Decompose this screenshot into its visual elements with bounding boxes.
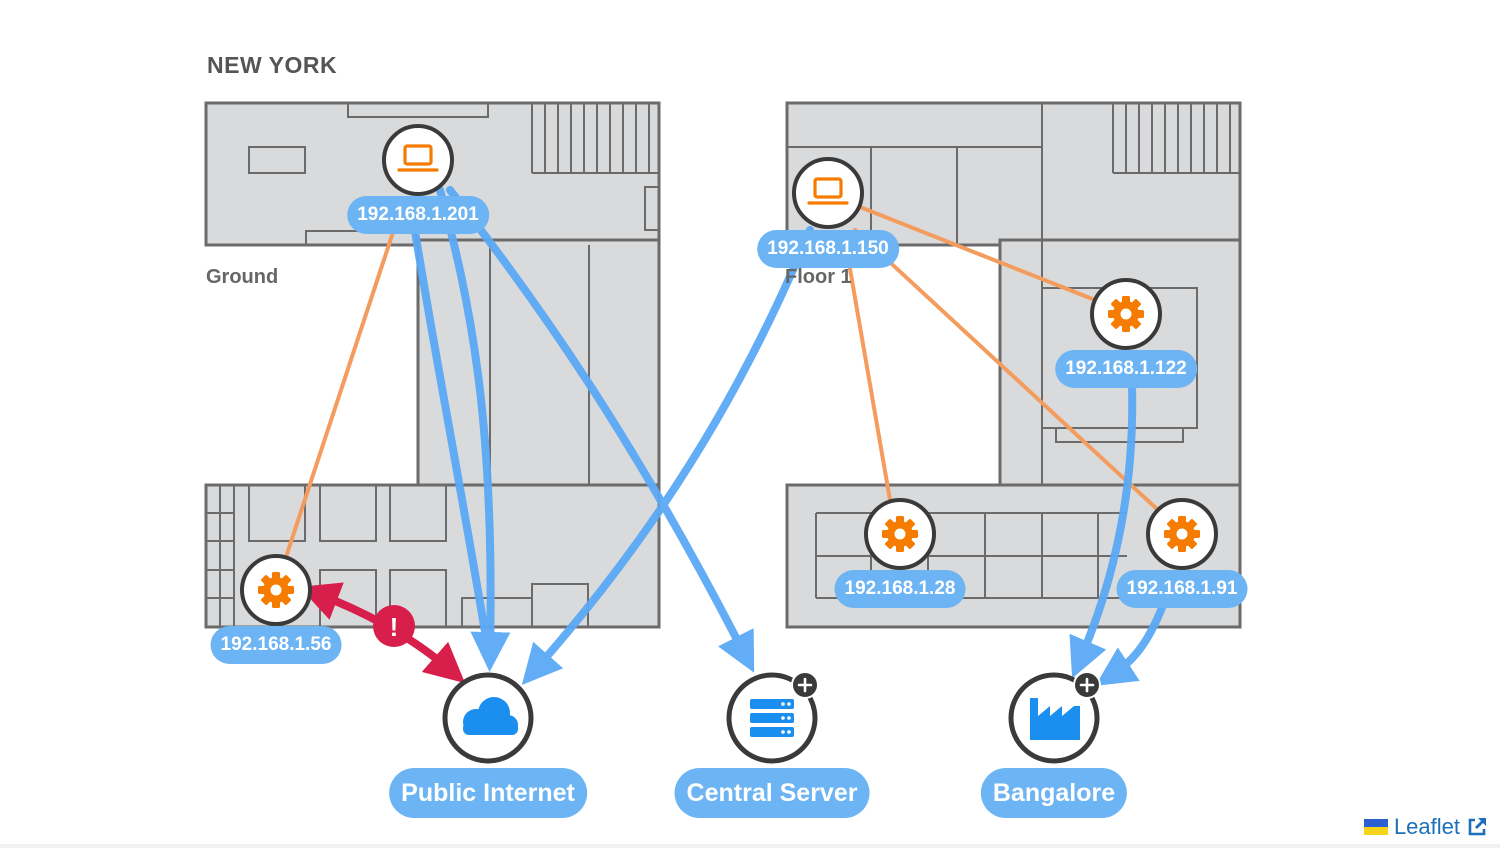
ip-label-56[interactable]: 192.168.1.56	[210, 626, 342, 664]
link-201-to-internet	[436, 186, 511, 672]
link-201-to-internet-b	[406, 196, 492, 654]
link-122-to-bangalore	[1069, 381, 1137, 679]
attribution: Leaflet	[1363, 814, 1488, 840]
ip-label-150[interactable]: 192.168.1.150	[757, 230, 899, 268]
link-150-to-28	[843, 238, 892, 502]
expand-plus-icon[interactable]	[791, 671, 819, 699]
gear-icon	[882, 516, 918, 552]
link-91-to-bangalore	[1095, 596, 1169, 686]
node-ny-ground-gear[interactable]	[240, 554, 312, 626]
floor-label-floor1: Floor 1	[785, 266, 852, 288]
bottom-edge	[0, 844, 1500, 848]
factory-icon	[1030, 698, 1080, 740]
label-public-internet[interactable]: Public Internet	[389, 768, 587, 818]
city-title: NEW YORK	[207, 52, 338, 78]
alert-badge	[373, 605, 415, 647]
floor-label-ground: Ground	[206, 266, 279, 288]
label-central-server[interactable]: Central Server	[674, 768, 870, 818]
cloud-icon	[463, 697, 518, 735]
link-201-to-56	[283, 203, 404, 562]
link-150-to-91	[853, 228, 1160, 512]
ip-label-201[interactable]: 192.168.1.201	[347, 196, 489, 234]
local-links	[283, 203, 1160, 562]
node-public-internet[interactable]	[442, 672, 534, 764]
alert-link[interactable]: !	[299, 582, 466, 684]
gear-icon	[1164, 516, 1200, 552]
node-central-server[interactable]	[726, 671, 819, 764]
ip-label-122[interactable]: 192.168.1.122	[1055, 350, 1197, 388]
gear-icon	[258, 572, 294, 608]
remote-links	[406, 186, 1169, 686]
node-ny-floor1-gear-c[interactable]	[1146, 498, 1218, 570]
link-150-to-internet	[521, 226, 814, 685]
node-ny-floor1-gear-a[interactable]	[1090, 278, 1162, 350]
node-ny-ground-laptop[interactable]	[382, 124, 454, 196]
node-ny-floor1-laptop[interactable]	[792, 157, 864, 229]
alert-symbol: !	[390, 612, 399, 642]
ukraine-flag-icon	[1363, 819, 1388, 835]
external-link-icon[interactable]	[1466, 816, 1488, 838]
link-201-to-server	[446, 186, 755, 673]
link-150-to-122	[858, 205, 1097, 302]
label-bangalore[interactable]: Bangalore	[980, 768, 1128, 818]
leaflet-link[interactable]: Leaflet	[1393, 814, 1460, 839]
gear-icon	[1108, 296, 1144, 332]
server-icon	[750, 699, 794, 737]
laptop-icon	[807, 177, 849, 205]
node-bangalore[interactable]	[1008, 671, 1101, 764]
laptop-icon	[397, 144, 439, 172]
ip-label-28[interactable]: 192.168.1.28	[834, 570, 966, 608]
ip-label-91[interactable]: 192.168.1.91	[1116, 570, 1248, 608]
node-ny-floor1-gear-b[interactable]	[864, 498, 936, 570]
expand-plus-icon[interactable]	[1073, 671, 1101, 699]
